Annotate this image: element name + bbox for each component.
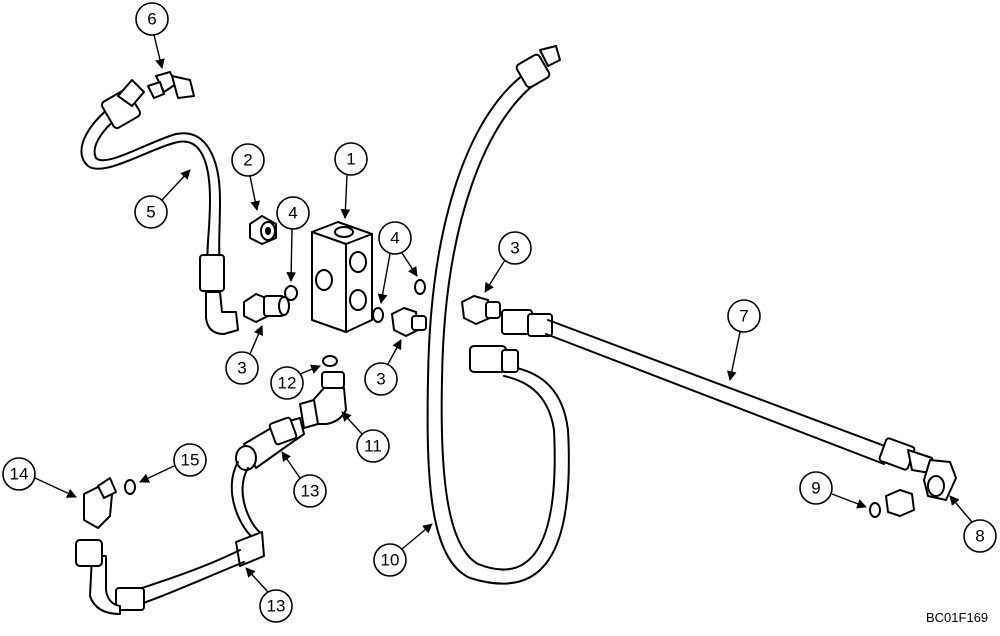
callout-label: 13 <box>301 482 320 501</box>
callout-label: 9 <box>811 479 820 498</box>
callout-3-left: 3 <box>225 325 264 385</box>
callout-6: 6 <box>135 2 169 69</box>
adapter-part-3-left <box>243 293 290 323</box>
callout-2: 2 <box>231 143 265 211</box>
callout-label: 2 <box>243 151 252 170</box>
fitting-part-6 <box>147 71 195 99</box>
callout-10: 10 <box>373 523 433 577</box>
elbow-part-8 <box>923 459 957 501</box>
callout-label: 12 <box>278 374 297 393</box>
callout-14: 14 <box>2 457 77 498</box>
callout-3-middle: 3 <box>364 339 402 396</box>
callout-label: 14 <box>10 465 29 484</box>
callout-label: 11 <box>364 437 382 456</box>
o-ring-part-4-right-a <box>372 307 384 323</box>
hose-part-10 <box>426 45 570 585</box>
callout-4-left: 4 <box>276 196 310 282</box>
callout-13-lower: 13 <box>245 567 293 623</box>
callout-label: 3 <box>237 359 246 378</box>
callout-5: 5 <box>134 169 191 229</box>
callout-label: 15 <box>181 451 200 470</box>
manifold-block-part-1 <box>311 221 373 333</box>
fitting-part-9 <box>869 489 915 518</box>
hose-part-13 <box>75 416 305 615</box>
callout-9: 9 <box>799 471 867 509</box>
callout-label: 6 <box>147 10 156 29</box>
callout-label: 4 <box>390 229 399 248</box>
callout-11: 11 <box>341 411 390 463</box>
callout-15: 15 <box>139 443 207 483</box>
callout-label: 5 <box>146 203 155 222</box>
o-ring-part-15 <box>124 479 136 495</box>
callout-12: 12 <box>270 364 321 400</box>
callout-3-right: 3 <box>484 231 532 293</box>
callout-13-upper: 13 <box>281 451 327 508</box>
o-ring-part-12 <box>322 355 338 367</box>
callout-label: 8 <box>975 527 984 546</box>
callout-label: 3 <box>510 239 519 258</box>
callout-4-right: 4 <box>377 221 418 304</box>
callout-label: 10 <box>381 551 400 570</box>
callout-7: 7 <box>727 299 761 381</box>
callout-label: 3 <box>376 370 385 389</box>
callout-label: 7 <box>739 307 748 326</box>
figure-code: BC01F169 <box>926 610 988 625</box>
callout-label: 1 <box>346 150 355 169</box>
callout-label: 13 <box>267 597 286 616</box>
adapter-part-3-right <box>461 295 501 325</box>
hose-part-5 <box>80 79 239 335</box>
callout-1: 1 <box>334 142 368 219</box>
elbow-part-11 <box>299 371 347 429</box>
plug-part-2 <box>249 215 277 245</box>
elbow-part-14 <box>83 477 117 529</box>
o-ring-part-4-left <box>284 285 298 301</box>
callout-8: 8 <box>949 495 997 553</box>
hose-part-7 <box>501 309 937 475</box>
adapter-part-3-middle <box>391 307 427 337</box>
callout-label: 4 <box>288 204 297 223</box>
o-ring-part-4-right-b <box>414 279 426 295</box>
